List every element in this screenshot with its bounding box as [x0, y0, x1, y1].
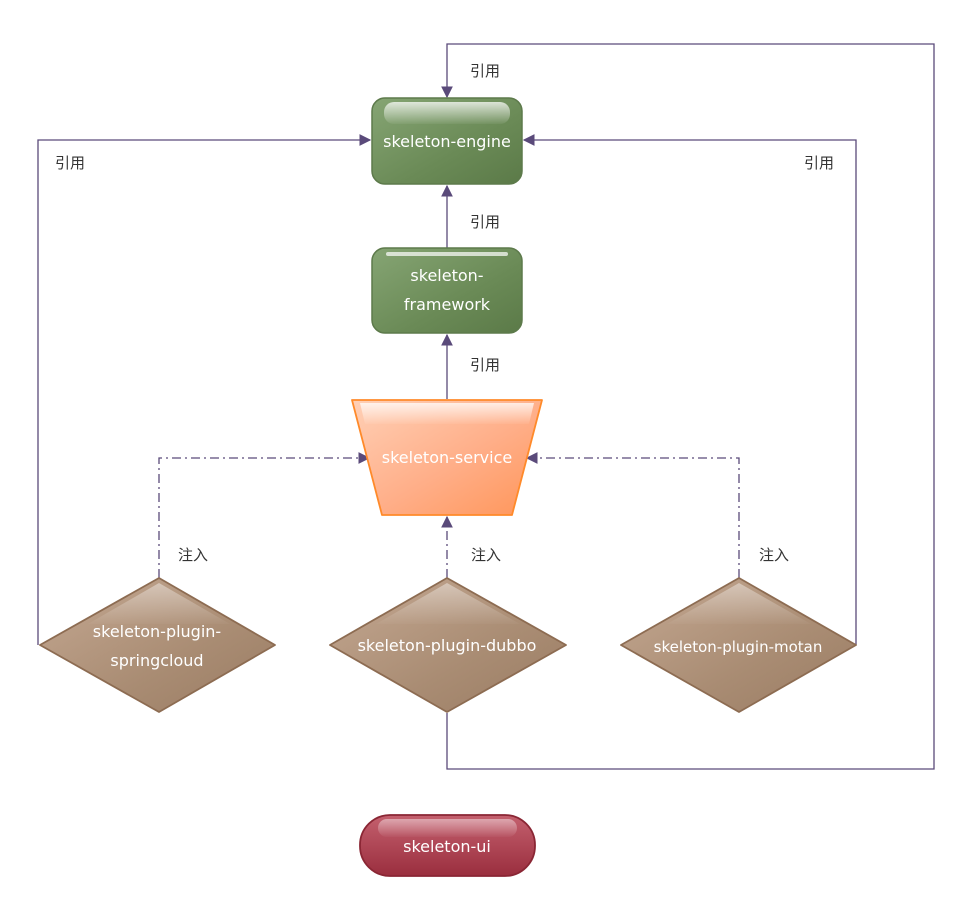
node-label-line2: framework [404, 295, 491, 314]
edge-labels: 引用 引用 引用 引用 引用 注入 注入 注入 [55, 62, 834, 564]
edge-motan-inject-service [525, 452, 740, 578]
node-label: skeleton-ui [403, 837, 491, 856]
label-reference-service: 引用 [470, 356, 500, 374]
label-reference-top: 引用 [470, 62, 500, 80]
node-skeleton-engine[interactable]: skeleton-engine [371, 97, 523, 185]
label-reference-right: 引用 [804, 154, 834, 172]
node-label: skeleton-plugin-motan [654, 638, 823, 656]
node-skeleton-service[interactable]: skeleton-service [351, 399, 543, 516]
node-skeleton-ui[interactable]: skeleton-ui [359, 814, 536, 877]
node-label-line1: skeleton- [410, 266, 483, 285]
edge-springcloud-inject-service [158, 452, 371, 578]
node-skeleton-plugin-motan[interactable]: skeleton-plugin-motan [620, 577, 857, 713]
edges [37, 43, 935, 770]
node-label: skeleton-engine [383, 132, 511, 151]
label-inject-dubbo: 注入 [471, 546, 501, 564]
edge-motan-to-engine [522, 134, 857, 645]
node-label: skeleton-service [382, 448, 512, 467]
node-label-line2: springcloud [110, 651, 203, 670]
node-skeleton-plugin-dubbo[interactable]: skeleton-plugin-dubbo [329, 577, 567, 713]
edge-dubbo-to-engine [441, 43, 935, 770]
edge-springcloud-to-engine [37, 134, 372, 645]
node-skeleton-framework[interactable]: skeleton- framework [371, 247, 523, 334]
node-skeleton-plugin-springcloud[interactable]: skeleton-plugin- springcloud [39, 577, 276, 713]
label-inject-motan: 注入 [759, 546, 789, 564]
label-reference-left: 引用 [55, 154, 85, 172]
label-inject-springcloud: 注入 [178, 546, 208, 564]
node-label-line1: skeleton-plugin- [93, 622, 221, 641]
node-label: skeleton-plugin-dubbo [358, 636, 537, 655]
label-reference-framework: 引用 [470, 213, 500, 231]
